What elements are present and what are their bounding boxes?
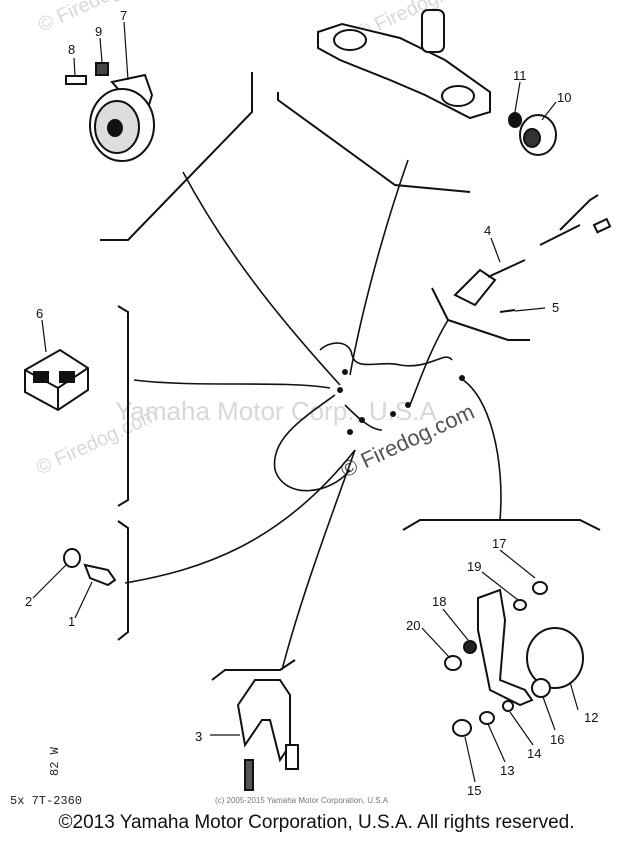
watermark-yamaha: Yamaha Motor Corp., U.S.A (115, 396, 437, 426)
copyright-notice: ©2013 Yamaha Motor Corporation, U.S.A. A… (58, 812, 575, 833)
part-number-16: 16 (550, 732, 564, 747)
part-number-8: 8 (68, 42, 75, 57)
part-number-15: 15 (467, 783, 481, 798)
part-number-6: 6 (36, 306, 43, 321)
part-number-4: 4 (484, 223, 491, 238)
part-number-14: 14 (527, 746, 541, 761)
spark-plug-cap-icon (236, 679, 299, 791)
watermark-firedog-top-left: © Firedog (35, 0, 124, 37)
watermark-firedog-left: © Firedog.com (33, 404, 161, 479)
relay-icon (24, 348, 89, 412)
indicator-light-icon (519, 114, 557, 156)
switch-assembly-icon (453, 194, 612, 313)
horn-bolt-icon (65, 62, 109, 85)
harness-connectors (337, 369, 465, 435)
part-number-7: 7 (120, 8, 127, 23)
part-number-17: 17 (492, 536, 506, 551)
part-number-9: 9 (95, 24, 102, 39)
part-number-13: 13 (500, 763, 514, 778)
part-number-10: 10 (557, 90, 571, 105)
part-number-20: 20 (406, 618, 420, 633)
lamp-bracket-icon (444, 581, 584, 737)
handle-crown-icon (317, 9, 522, 128)
wire-harness (124, 159, 502, 671)
leader-lines (32, 21, 579, 783)
part-number-5: 5 (552, 300, 559, 315)
part-numbers: 7 8 9 11 10 4 5 6 2 1 3 17 19 18 20 12 1… (25, 8, 598, 798)
fine-print: (c) 2005-2015 Yamaha Motor Corporation, … (215, 796, 389, 805)
part-number-1: 1 (68, 614, 75, 629)
horn-icon (89, 73, 155, 162)
oil-pressure-switch-icon (63, 548, 117, 587)
part-number-19: 19 (467, 559, 481, 574)
part-number-12: 12 (584, 710, 598, 725)
part-number-18: 18 (432, 594, 446, 609)
part-number-11: 11 (513, 68, 527, 83)
drawing-code: 5x 7T-2360 (10, 794, 82, 808)
bracket-lines (100, 72, 601, 681)
part-number-2: 2 (25, 594, 32, 609)
rotated-mark: 82 W (48, 746, 62, 776)
part-number-3: 3 (195, 729, 202, 744)
